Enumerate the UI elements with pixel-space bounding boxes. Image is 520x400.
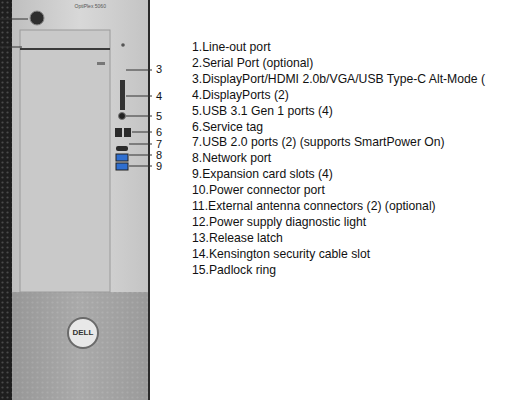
- part-list-item: 9.Expansion card slots (4): [192, 168, 333, 180]
- callout-number: 8: [156, 150, 162, 161]
- side-mesh: [0, 0, 12, 400]
- usb-port: [115, 128, 122, 137]
- usb3-port: [116, 163, 128, 170]
- part-list-item: 4.DisplayPorts (2): [192, 89, 289, 101]
- part-list-item: 3.DisplayPort/HDMI 2.0b/VGA/USB Type-C A…: [192, 73, 485, 85]
- leader-line: [129, 155, 152, 156]
- usb3-port: [116, 154, 128, 161]
- leader-line: [126, 116, 152, 117]
- part-list-item: 7.USB 2.0 ports (2) (supports SmartPower…: [192, 136, 445, 148]
- leader-line: [132, 132, 152, 133]
- sd-card-slot: [120, 80, 125, 110]
- callout-number: 5: [156, 111, 162, 122]
- usb-c-port: [116, 146, 128, 151]
- front-panel: [12, 0, 148, 400]
- brand-logo: DELL: [73, 329, 94, 337]
- part-list-item: 13.Release latch: [192, 232, 283, 244]
- part-list-item: 1.Line-out port: [192, 41, 271, 53]
- part-list-item: 6.Service tag: [192, 121, 263, 133]
- part-list-item: 15.Padlock ring: [192, 264, 276, 276]
- part-list-item: 2.Serial Port (optional): [192, 57, 313, 69]
- part-list-item: 10.Power connector port: [192, 184, 325, 196]
- eject-button: [97, 62, 105, 65]
- leader-line: [129, 144, 152, 145]
- callout-number: 9: [156, 161, 162, 172]
- drive-led: [121, 43, 125, 47]
- callout-number: 7: [156, 139, 162, 150]
- lower-grille: [12, 292, 148, 400]
- tower-body: [0, 0, 150, 400]
- leader-line: [126, 96, 152, 97]
- part-list-item: 8.Network port: [192, 152, 271, 164]
- drive-bay: [20, 30, 110, 292]
- leader-line: [126, 70, 152, 71]
- callout-number: 4: [156, 91, 162, 102]
- callout-number: 6: [156, 127, 162, 138]
- leader-line: [0, 19, 28, 20]
- power-button: [30, 11, 44, 25]
- part-list-item: 5.USB 3.1 Gen 1 ports (4): [192, 105, 333, 117]
- part-list-item: 11.External antenna connectors (2) (opti…: [192, 200, 436, 212]
- model-name: OptiPlex 5060: [75, 4, 106, 9]
- part-list-item: 14.Kensington security cable slot: [192, 248, 370, 260]
- leader-line: [0, 47, 22, 48]
- usb-port: [124, 128, 131, 137]
- leader-line: [129, 166, 152, 167]
- part-list-item: 12.Power supply diagnostic light: [192, 216, 366, 228]
- optical-slot: [20, 48, 110, 50]
- dell-logo-ring: [68, 318, 98, 348]
- callout-number: 3: [156, 64, 162, 75]
- audio-jack: [119, 113, 126, 120]
